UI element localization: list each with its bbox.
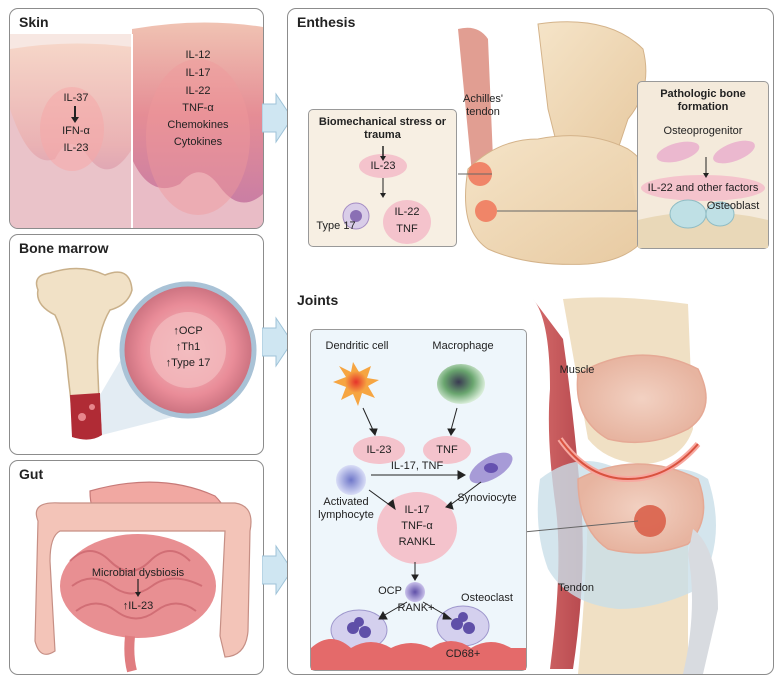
gut-label-il23: ↑IL-23	[108, 600, 168, 613]
bone-marrow-panel: Bone marrow ↑OCP ↑Th1 ↑Type 17	[9, 234, 264, 455]
gut-label-dysbiosis: Microbial dysbiosis	[80, 567, 196, 580]
gut-panel: Gut Microbial dysbiosis ↑IL-23	[9, 460, 264, 675]
skin-label-tnf-alpha: TNF-α	[158, 102, 238, 115]
il23-label: IL-23	[359, 444, 399, 457]
il17-label: IL-17	[391, 504, 443, 517]
synoviocyte-label: Synoviocyte	[451, 492, 523, 505]
cd68-label: CD68+	[437, 648, 489, 661]
stress-type17: Type 17	[313, 220, 359, 233]
macrophage-label: Macrophage	[421, 340, 505, 353]
osteoprogenitor-label: Osteoprogenitor	[646, 125, 760, 138]
osteoclast-label: Osteoclast	[451, 592, 523, 605]
bone-marrow-title: Bone marrow	[19, 240, 108, 256]
skin-label-il12: IL-12	[158, 49, 238, 62]
muscle-label: Muscle	[552, 364, 602, 377]
enthesis-title: Enthesis	[297, 14, 355, 30]
osteoclast-right	[437, 606, 489, 646]
skin-label-il23: IL-23	[56, 142, 96, 155]
dendritic-cell	[333, 362, 379, 406]
macrophage	[437, 364, 485, 404]
gut-title: Gut	[19, 466, 43, 482]
skin-label-cytokines: Cytokines	[153, 136, 243, 149]
bone-marrow-label-th1: ↑Th1	[150, 341, 226, 354]
tendon-label: Tendon	[550, 582, 602, 595]
pathologic-bone-box: Pathologic bone formation Osteoprogenito…	[637, 81, 769, 249]
joint-erosion-site	[634, 505, 666, 537]
stress-box-title: Biomechanical stress or trauma	[313, 116, 452, 142]
bone-marrow-label-ocp: ↑OCP	[150, 325, 226, 338]
ocp-label: OCP	[375, 585, 405, 598]
skin-panel: Skin IL-37 IFN-α IL-23 IL-12 IL-17 IL-22…	[9, 8, 264, 229]
pathologic-box-title: Pathologic bone formation	[648, 88, 758, 114]
skin-label-il22: IL-22	[158, 85, 238, 98]
skin-label-chemokines: Chemokines	[153, 119, 243, 132]
synoviocyte	[465, 446, 518, 489]
activated-lymphocyte-label: Activated lymphocyte	[311, 496, 381, 522]
plantar-enthesis-site	[475, 200, 497, 222]
ocp-cell	[405, 582, 425, 602]
dendritic-cell-label: Dendritic cell	[315, 340, 399, 353]
skin-title: Skin	[19, 14, 49, 30]
stress-tnf: TNF	[387, 223, 427, 236]
joints-mechanism-box: Dendritic cell Macrophage IL-23 TNF IL-1…	[310, 329, 527, 671]
enthesis-joints-panel: Enthesis Achilles' tendon Biomechanical …	[287, 8, 774, 675]
skin-label-il17: IL-17	[158, 67, 238, 80]
skin-label-il37: IL-37	[56, 92, 96, 105]
il17-tnf-label: IL-17, TNF	[385, 460, 449, 473]
rankl-label: RANKL	[391, 536, 443, 549]
tnf-alpha-label: TNF-α	[391, 520, 443, 533]
stress-il23: IL-23	[363, 160, 403, 173]
achilles-label: Achilles' tendon	[453, 93, 513, 119]
factors-label: IL-22 and other factors	[640, 182, 766, 195]
joints-title: Joints	[297, 292, 338, 308]
biomechanical-stress-box: Biomechanical stress or trauma IL-23 Typ…	[308, 109, 457, 247]
bone-marrow-label-type17: ↑Type 17	[150, 357, 226, 370]
activated-lymphocyte	[336, 465, 366, 495]
skin-label-ifn-alpha: IFN-α	[54, 125, 98, 138]
rank-plus-label: RANK+	[391, 602, 441, 615]
stress-il22: IL-22	[387, 206, 427, 219]
osteoblast-label: Osteoblast	[702, 200, 764, 213]
tnf-label: TNF	[427, 444, 467, 457]
